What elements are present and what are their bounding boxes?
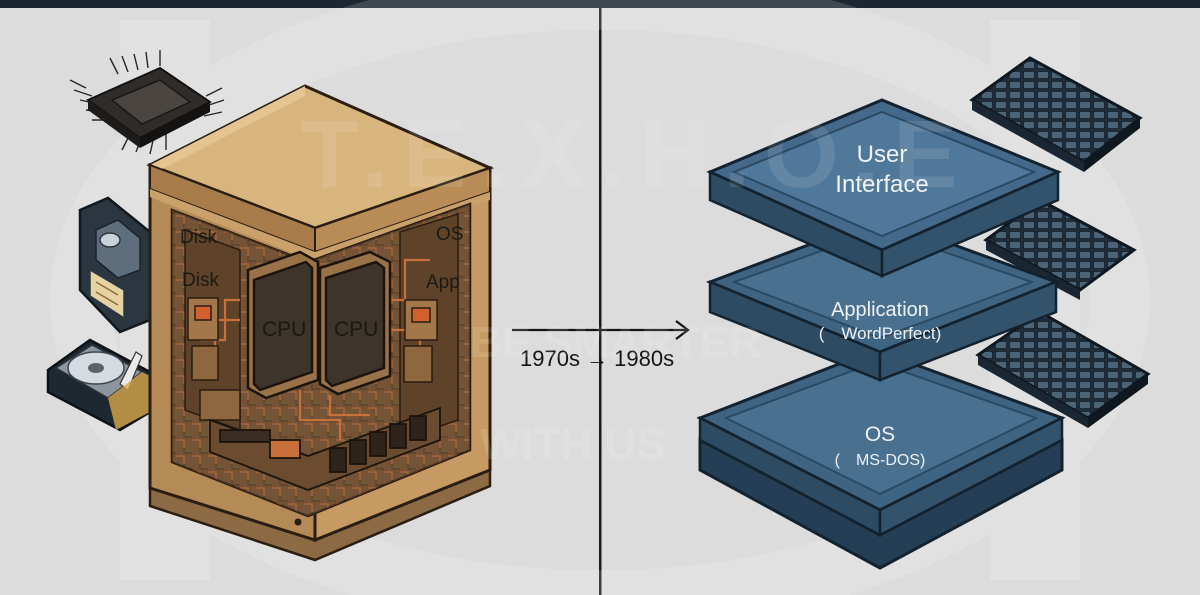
era-transition-label: 1970s → 1980s: [520, 346, 675, 371]
layer-user-interface: [706, 98, 1062, 278]
transition-arrow: [512, 320, 690, 340]
floppy-disk-icon: [78, 196, 152, 334]
keyboard-icon: [975, 310, 1151, 428]
top-bar: [0, 0, 1200, 8]
microchip-icon: [69, 50, 225, 155]
layer-os: [696, 348, 1066, 570]
layer-application: [705, 216, 1061, 382]
panel-divider: [599, 8, 602, 595]
computer-cabinet: [146, 84, 495, 562]
keyboard-icon: [969, 56, 1143, 172]
